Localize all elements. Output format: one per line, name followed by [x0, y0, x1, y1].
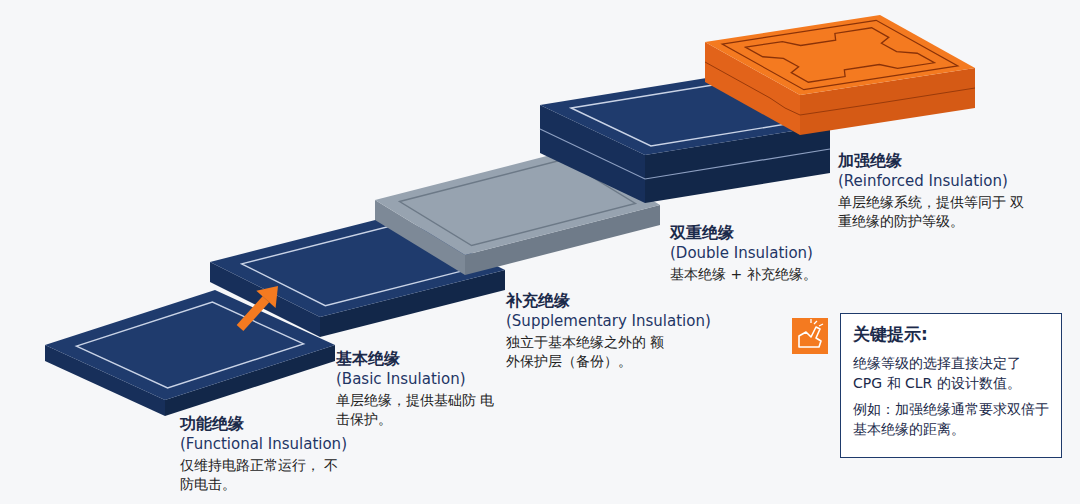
tip-text: 绝缘等级的选择直接决定了 CPG 和 CLR 的设计数值。 [853, 353, 1049, 393]
step-heading: 补充绝缘 [506, 290, 741, 311]
description: 独立于基本绝缘之外的 额外保护层（备份）。 [506, 333, 666, 371]
step-heading: 双重绝缘 [670, 222, 860, 243]
insulation-label: 双重绝缘(Double Insulation)基本绝缘 + 补充绝缘。 [670, 222, 860, 284]
tip-icon [792, 318, 828, 354]
step-heading: 基本绝缘 [336, 348, 496, 369]
description: 单层绝缘，提供基础防 电击保护。 [336, 391, 496, 429]
insulation-label: 加强绝缘(Reinforced Insulation)单层绝缘系统，提供等同于 … [838, 150, 1038, 231]
step-heading: 加强绝缘 [838, 150, 1038, 171]
english-name: (Basic Insulation) [336, 369, 496, 390]
english-name: (Functional Insulation) [180, 434, 350, 455]
insulation-label: 基本绝缘(Basic Insulation)单层绝缘，提供基础防 电击保护。 [336, 348, 496, 429]
english-name: (Reinforced Insulation) [838, 171, 1038, 192]
description: 仅维持电路正常运行， 不防电击。 [180, 456, 350, 494]
step-up-arrow [240, 286, 278, 328]
insulation-label: 补充绝缘(Supplementary Insulation)独立于基本绝缘之外的… [506, 290, 741, 371]
reinforced-slab [705, 15, 975, 135]
description: 基本绝缘 + 补充绝缘。 [670, 265, 860, 284]
description: 单层绝缘系统，提供等同于 双重绝缘的防护等级。 [838, 193, 1028, 231]
tip-text: 例如：加强绝缘通常要求双倍于基本绝缘的距离。 [853, 399, 1049, 439]
tip-title: 关键提示: [853, 324, 1049, 345]
insulation-label: 功能绝缘(Functional Insulation)仅维持电路正常运行， 不防… [180, 413, 350, 494]
english-name: (Double Insulation) [670, 243, 860, 264]
key-tip-box: 关键提示: 绝缘等级的选择直接决定了 CPG 和 CLR 的设计数值。例如：加强绝… [840, 313, 1062, 458]
english-name: (Supplementary Insulation) [506, 311, 741, 332]
step-heading: 功能绝缘 [180, 413, 350, 434]
